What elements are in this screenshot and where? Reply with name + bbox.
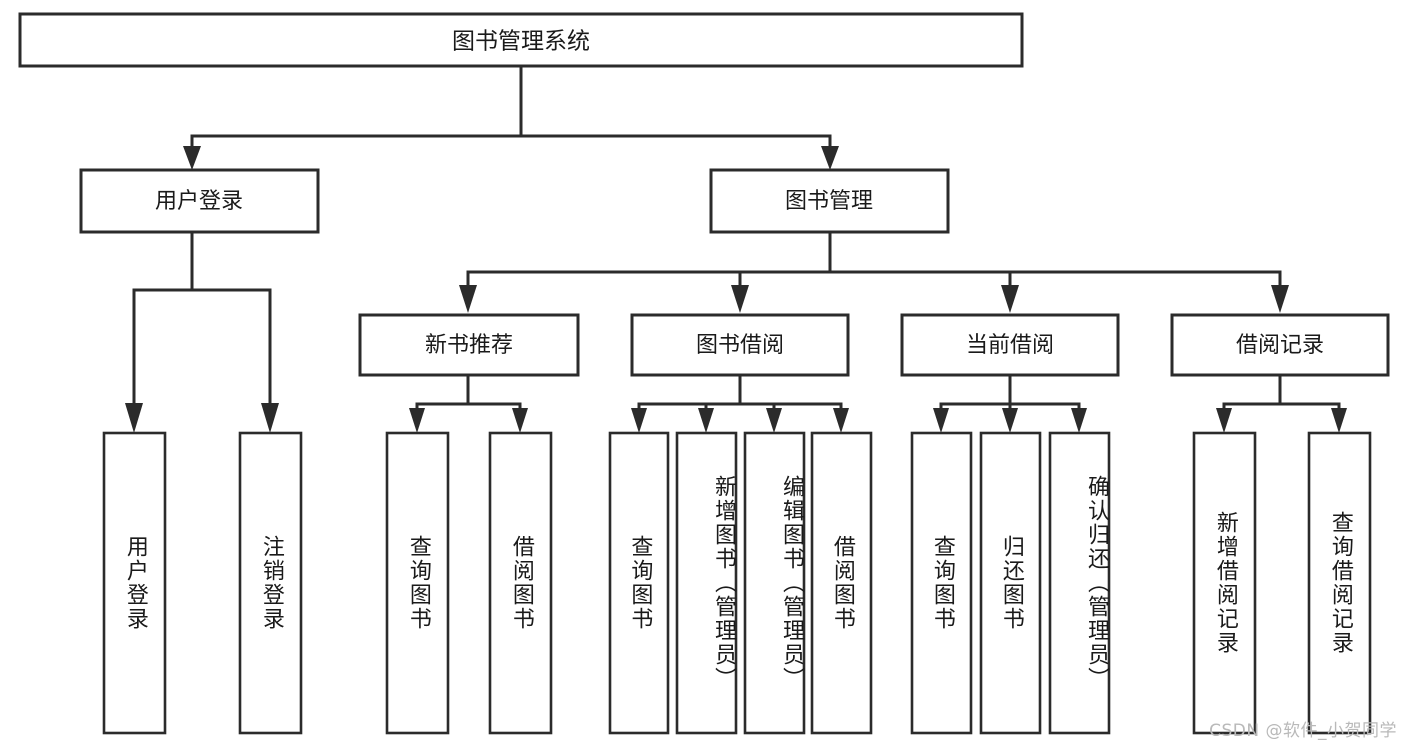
node-root-label: 图书管理系统 — [452, 29, 590, 55]
node-current-borrow-label: 当前借阅 — [966, 333, 1054, 358]
arrow-head-icon — [1271, 285, 1289, 313]
connector-newbook-to-leaves — [409, 373, 528, 433]
arrow-head-icon — [1071, 408, 1087, 433]
node-borrow-record-label: 借阅记录 — [1236, 333, 1324, 358]
arrow-head-icon — [261, 403, 279, 433]
leaf-box-query-book-1[interactable] — [385, 431, 450, 735]
watermark-text: CSDN @软件_小贺同学 — [1209, 721, 1397, 741]
node-current-borrow-box[interactable] — [900, 313, 1120, 377]
arrow-head-icon — [459, 285, 477, 313]
arrow-head-icon — [821, 146, 839, 170]
arrow-head-icon — [698, 408, 714, 433]
arrow-head-icon — [631, 408, 647, 433]
connector-borrowrecord-to-leaves — [1216, 373, 1347, 433]
node-borrow-record-box[interactable] — [1170, 313, 1390, 377]
arrow-head-icon — [766, 408, 782, 433]
leaf-box-borrow-book-2[interactable] — [810, 431, 873, 735]
leaf-box-user-login[interactable] — [102, 431, 167, 735]
connector-root-to-level2 — [183, 64, 839, 170]
node-book-borrow-label: 图书借阅 — [696, 333, 784, 358]
leaf-box-query-book-3[interactable] — [910, 431, 973, 735]
leaf-box-logout[interactable] — [238, 431, 303, 735]
node-current-borrow[interactable]: 当前借阅 — [900, 313, 1120, 377]
arrow-head-icon — [1216, 408, 1232, 433]
node-book-borrow[interactable]: 图书借阅 — [630, 313, 850, 377]
node-new-book-recommend-box[interactable] — [358, 313, 580, 377]
connector-bookmgmt-to-level3 — [459, 230, 1289, 313]
leaf-box-add-borrow-record[interactable] — [1192, 431, 1257, 735]
node-book-management-box[interactable] — [709, 168, 950, 234]
leaf-box-confirm-return-admin[interactable] — [1048, 431, 1111, 735]
arrow-head-icon — [933, 408, 949, 433]
leaf-box-query-book-2[interactable] — [608, 431, 670, 735]
node-book-borrow-box[interactable] — [630, 313, 850, 377]
leaf-box-query-borrow-record[interactable] — [1307, 431, 1372, 735]
connector-userlogin-to-leaves — [125, 230, 279, 433]
node-user-login[interactable]: 用户登录 — [79, 168, 320, 234]
node-user-login-label: 用户登录 — [155, 189, 243, 214]
arrow-head-icon — [125, 403, 143, 433]
node-new-book-recommend-label: 新书推荐 — [425, 333, 513, 358]
node-new-book-recommend[interactable]: 新书推荐 — [358, 313, 580, 377]
connector-bookborrow-to-leaves — [631, 373, 849, 433]
arrow-head-icon — [183, 146, 201, 170]
arrow-head-icon — [731, 285, 749, 313]
arrow-head-icon — [512, 408, 528, 433]
leaf-box-return-book[interactable] — [979, 431, 1042, 735]
leaf-box-borrow-book-1[interactable] — [488, 431, 553, 735]
arrow-head-icon — [1331, 408, 1347, 433]
arrow-head-icon — [409, 408, 425, 433]
node-book-management[interactable]: 图书管理 — [709, 168, 950, 234]
leaf-box-edit-book-admin[interactable] — [743, 431, 806, 735]
node-user-login-box[interactable] — [79, 168, 320, 234]
node-borrow-record[interactable]: 借阅记录 — [1170, 313, 1390, 377]
leaf-box-add-book-admin[interactable] — [675, 431, 738, 735]
arrow-head-icon — [833, 408, 849, 433]
node-book-management-label: 图书管理 — [785, 189, 873, 214]
node-root-box[interactable] — [18, 12, 1024, 68]
connector-currentborrow-to-leaves — [933, 373, 1087, 433]
arrow-head-icon — [1001, 285, 1019, 313]
arrow-head-icon — [1002, 408, 1018, 433]
node-root[interactable]: 图书管理系统 — [18, 12, 1024, 68]
